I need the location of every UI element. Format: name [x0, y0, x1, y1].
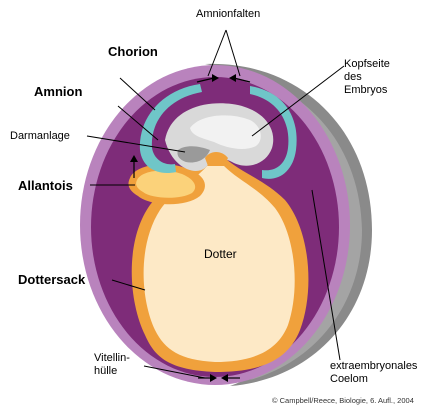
label-kopfseite: Kopfseite des Embryos	[344, 58, 390, 97]
label-kopfseite-line3: Embryos	[344, 84, 390, 97]
label-coelom: extraembryonales Coelom	[330, 360, 417, 386]
label-dottersack: Dottersack	[18, 272, 85, 287]
label-vitellinhuelle: Vitellin- hülle	[94, 352, 130, 378]
label-amnionfalten: Amnionfalten	[196, 8, 260, 21]
label-kopfseite-line2: des	[344, 71, 390, 84]
label-kopfseite-line1: Kopfseite	[344, 58, 390, 71]
label-dotter: Dotter	[204, 248, 237, 261]
copyright-text: © Campbell/Reece, Biologie, 6. Aufl., 20…	[272, 394, 414, 407]
label-coelom-line2: Coelom	[330, 373, 417, 386]
label-vitellin-line1: Vitellin-	[94, 352, 130, 365]
label-darmanlage: Darmanlage	[10, 130, 70, 143]
label-vitellin-line2: hülle	[94, 365, 130, 378]
label-allantois: Allantois	[18, 178, 73, 193]
label-amnion: Amnion	[34, 84, 82, 99]
label-coelom-line1: extraembryonales	[330, 360, 417, 373]
label-chorion: Chorion	[108, 44, 158, 59]
